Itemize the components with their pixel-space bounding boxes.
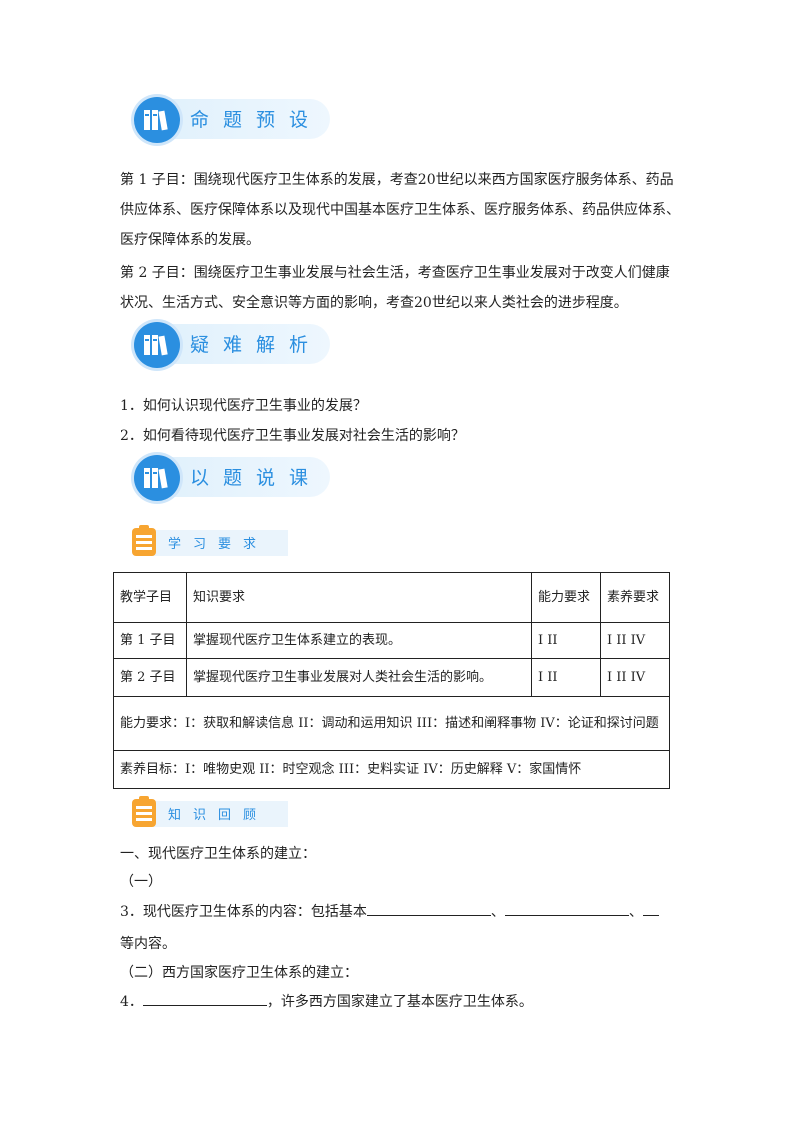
fill-blank[interactable]: [504, 901, 629, 916]
table-header-row: 教学子目 知识要求 能力要求 素养要求: [113, 572, 670, 623]
table-cell: I II IV: [600, 658, 670, 697]
table-header-cell: 知识要求: [186, 572, 532, 623]
literacy-note: 素养目标：I：唯物史观 II：时空观念 III：史料实证 IV：历史解释 V：家…: [113, 750, 670, 789]
tag-learning-requirements: 学习要求: [130, 524, 288, 558]
section-title: 疑难解析: [190, 334, 323, 356]
review-item-4: 4． ，许多西方国家建立了基本医疗卫生体系。: [120, 991, 533, 1011]
review-item-3-continued: 等内容。: [120, 936, 176, 952]
section-banner-preset: 命题预设: [134, 97, 330, 143]
fill-blank[interactable]: [642, 901, 659, 916]
books-icon: [134, 455, 180, 501]
fill-blank[interactable]: [366, 901, 491, 916]
notepad-icon: [130, 795, 160, 829]
requirements-table: 教学子目 知识要求 能力要求 素养要求 第 1 子目 掌握现代医疗卫生体系建立的…: [113, 572, 670, 789]
tag-title: 知识回顾: [168, 808, 269, 823]
review-item-3: 3．现代医疗卫生体系的内容：包括基本 、 、: [120, 901, 659, 921]
question-2: 2．如何看待现代医疗卫生事业发展对社会生活的影响？: [120, 428, 465, 444]
section-banner-lesson: 以题说课: [134, 455, 330, 501]
tag-title: 学习要求: [168, 537, 269, 552]
item-text: 4．: [120, 994, 143, 1010]
table-cell: I II: [531, 622, 601, 659]
table-row: 第 2 子目 掌握现代医疗卫生事业发展对人类社会生活的影响。 I II I II…: [113, 658, 670, 697]
item-text: 、: [628, 904, 643, 920]
books-icon: [134, 322, 180, 368]
fill-blank[interactable]: [142, 991, 267, 1006]
table-header-cell: 教学子目: [113, 572, 187, 623]
table-note-row: 能力要求：I：获取和解读信息 II：调动和运用知识 III：描述和阐释事物 IV…: [113, 696, 670, 751]
preset-paragraph-1: 第 1 子目：围绕现代医疗卫生体系的发展，考查20世纪以来西方国家医疗服务体系、…: [120, 172, 680, 248]
table-cell: 第 2 子目: [113, 658, 187, 697]
item-text: ，许多西方国家建立了基本医疗卫生体系。: [266, 994, 533, 1010]
books-icon: [134, 97, 180, 143]
table-note-row: 素养目标：I：唯物史观 II：时空观念 III：史料实证 IV：历史解释 V：家…: [113, 750, 670, 789]
review-subheading-1: （一）: [120, 874, 162, 890]
table-cell: I II IV: [600, 622, 670, 659]
section-title: 以题说课: [190, 467, 323, 489]
table-cell: 掌握现代医疗卫生事业发展对人类社会生活的影响。: [186, 658, 532, 697]
item-text: 3．现代医疗卫生体系的内容：包括基本: [120, 904, 367, 920]
review-subheading-2: （二）西方国家医疗卫生体系的建立：: [120, 965, 358, 981]
section-title: 命题预设: [190, 109, 323, 131]
question-1: 1．如何认识现代医疗卫生事业的发展？: [120, 398, 367, 414]
tag-background: [144, 801, 288, 827]
section-banner-difficulty: 疑难解析: [134, 322, 330, 368]
table-cell: I II: [531, 658, 601, 697]
tag-background: [144, 530, 288, 556]
ability-note: 能力要求：I：获取和解读信息 II：调动和运用知识 III：描述和阐释事物 IV…: [113, 696, 670, 751]
table-header-cell: 能力要求: [531, 572, 601, 623]
review-heading: 一、现代医疗卫生体系的建立：: [120, 846, 316, 862]
item-text: 、: [490, 904, 505, 920]
tag-knowledge-review: 知识回顾: [130, 795, 288, 829]
preset-paragraph-2: 第 2 子目：围绕医疗卫生事业发展与社会生活，考查医疗卫生事业发展对于改变人们健…: [120, 265, 670, 311]
table-cell: 第 1 子目: [113, 622, 187, 659]
table-cell: 掌握现代医疗卫生体系建立的表现。: [186, 622, 532, 659]
table-row: 第 1 子目 掌握现代医疗卫生体系建立的表现。 I II I II IV: [113, 622, 670, 659]
table-header-cell: 素养要求: [600, 572, 670, 623]
notepad-icon: [130, 524, 160, 558]
